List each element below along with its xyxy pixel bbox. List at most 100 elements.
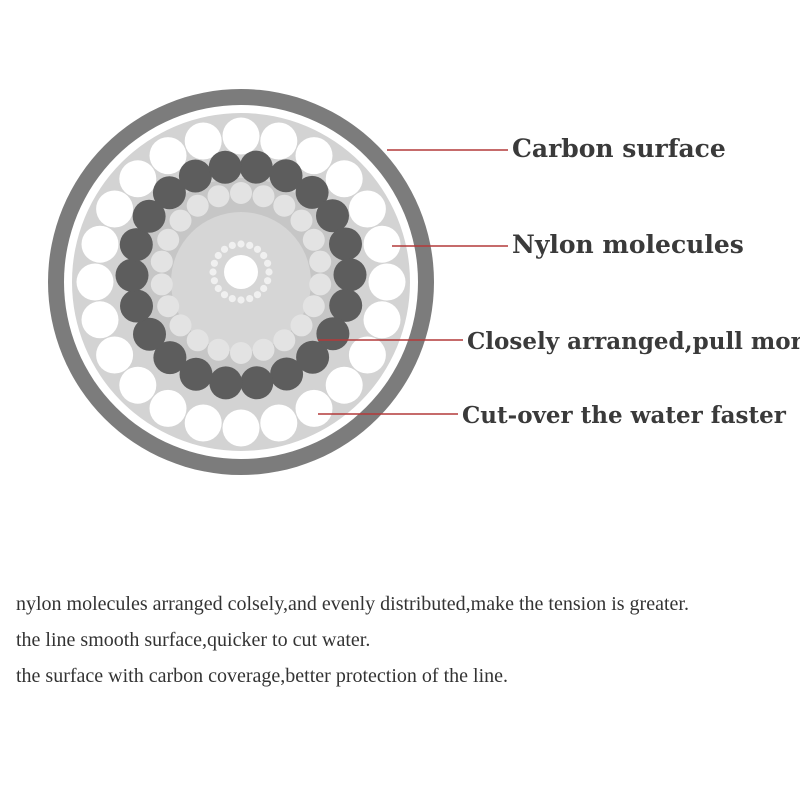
light-nylon-molecule: [207, 185, 230, 208]
core-dot: [246, 241, 254, 249]
nylon-molecules-dense-ring: [115, 150, 367, 400]
dark-nylon-molecule: [178, 159, 212, 193]
core-dot: [260, 284, 268, 293]
dark-nylon-molecule: [269, 159, 303, 193]
dark-nylon-molecule: [132, 199, 166, 233]
dark-nylon-molecule: [270, 357, 304, 391]
core-dot: [210, 277, 218, 285]
dark-nylon-molecule: [120, 289, 153, 323]
dark-nylon-molecule: [316, 317, 350, 351]
core-dot: [246, 295, 254, 303]
light-nylon-molecule: [273, 329, 296, 352]
core-dot: [220, 291, 229, 299]
dark-nylon-molecule: [329, 288, 363, 322]
description-notes: nylon molecules arranged colsely,and eve…: [16, 592, 796, 700]
callout-closely-arranged: Closely arranged,pull more: [467, 328, 800, 355]
core-dot: [220, 245, 229, 253]
light-nylon-molecule: [169, 314, 192, 337]
light-nylon-molecule: [157, 228, 180, 251]
light-nylon-molecule: [186, 194, 209, 217]
core-dot: [209, 268, 217, 276]
white-nylon-molecule: [119, 366, 157, 404]
core-center: [224, 255, 258, 289]
light-nylon-molecule: [309, 250, 332, 273]
callout-nylon-molecules: Nylon molecules: [512, 230, 744, 259]
core-dot: [237, 240, 245, 248]
light-nylon-molecule: [230, 182, 252, 204]
white-nylon-molecule: [325, 366, 363, 404]
light-nylon-molecule: [150, 273, 173, 296]
light-nylon-molecule: [290, 209, 313, 232]
dark-nylon-molecule: [179, 357, 213, 391]
white-nylon-molecule: [295, 389, 333, 427]
core-dot: [210, 259, 218, 267]
core-dot: [264, 259, 272, 267]
nylon-molecules-outer-ring: [76, 117, 406, 447]
light-nylon-molecule: [309, 273, 332, 296]
light-nylon-molecule: [157, 295, 180, 318]
light-nylon-molecule: [150, 250, 173, 273]
light-nylon-molecule: [230, 342, 252, 364]
dark-nylon-molecule: [115, 258, 149, 292]
nylon-molecules-inner-ring: [150, 182, 332, 364]
light-nylon-molecule: [207, 338, 230, 361]
dark-nylon-molecule: [296, 340, 330, 374]
dark-nylon-molecule: [152, 176, 186, 210]
light-nylon-molecule: [252, 338, 275, 361]
dark-nylon-molecule: [240, 366, 274, 400]
white-nylon-molecule: [368, 263, 406, 301]
white-nylon-molecule: [149, 389, 187, 427]
light-nylon-molecule: [252, 185, 275, 208]
white-nylon-molecule: [96, 190, 134, 228]
white-nylon-molecule: [325, 160, 363, 198]
white-nylon-molecule: [348, 190, 386, 228]
white-nylon-molecule: [184, 122, 222, 160]
light-nylon-molecule: [302, 295, 325, 318]
dark-nylon-molecule: [295, 175, 329, 209]
dark-nylon-molecule: [316, 199, 349, 233]
white-nylon-molecule: [81, 225, 119, 263]
core-dot: [228, 295, 236, 303]
core-dot: [237, 296, 245, 304]
white-nylon-molecule: [260, 122, 298, 160]
white-nylon-molecule: [260, 404, 298, 442]
dark-nylon-molecule: [133, 317, 166, 351]
core-dot: [214, 251, 222, 260]
white-nylon-molecule: [363, 301, 401, 339]
dark-nylon-molecule: [329, 227, 362, 261]
callout-carbon-surface: Carbon surface: [512, 134, 726, 163]
light-nylon-molecule: [273, 194, 296, 217]
light-nylon-molecule: [169, 209, 192, 232]
core-dot: [253, 291, 262, 299]
core-dot-ring: [209, 240, 273, 304]
core-dot: [265, 268, 273, 276]
core-dot: [214, 284, 222, 293]
core-dot: [264, 277, 272, 285]
white-nylon-molecule: [81, 301, 119, 339]
note-carbon-coverage: the surface with carbon coverage,better …: [16, 665, 509, 687]
white-nylon-molecule: [222, 409, 260, 447]
core-dot: [253, 245, 262, 253]
light-nylon-molecule: [186, 329, 209, 352]
core-dot: [228, 241, 236, 249]
note-tension: nylon molecules arranged colsely,and eve…: [16, 593, 689, 615]
dark-nylon-molecule: [153, 341, 187, 375]
dark-nylon-molecule: [209, 366, 243, 400]
light-nylon-molecule: [290, 314, 313, 337]
white-nylon-molecule: [222, 117, 260, 155]
white-nylon-molecule: [149, 137, 187, 175]
white-nylon-molecule: [76, 263, 114, 301]
white-nylon-molecule: [96, 336, 134, 374]
dark-nylon-molecule: [119, 228, 153, 262]
white-nylon-molecule: [119, 160, 157, 198]
white-nylon-molecule: [363, 225, 401, 263]
light-nylon-molecule: [302, 228, 325, 251]
white-nylon-molecule: [348, 336, 386, 374]
white-nylon-molecule: [184, 404, 222, 442]
core-dot: [260, 251, 268, 260]
white-nylon-molecule: [295, 137, 333, 175]
note-smooth-surface: the line smooth surface,quicker to cut w…: [16, 629, 371, 651]
callout-cut-over: Cut-over the water faster: [462, 402, 786, 429]
